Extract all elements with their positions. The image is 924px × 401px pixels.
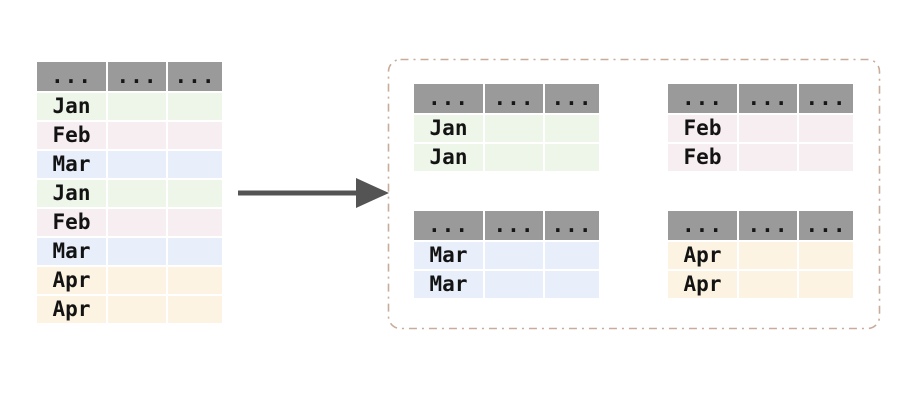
table-row: Apr [37,296,222,323]
table-row: Feb [37,209,222,236]
split-arrow-icon [238,178,389,208]
source-table-header-row: ... ... ... [37,62,222,91]
group-table-apr: ... ... ... Apr Apr [666,209,855,300]
table-row: Feb [37,122,222,149]
row-label-cell: Mar [414,242,483,269]
empty-cell [168,180,222,207]
empty-cell [108,122,166,149]
table-row: Jan [414,115,599,142]
empty-cell [108,296,166,323]
header-cell: ... [414,84,483,113]
empty-cell [108,180,166,207]
table-row: Mar [414,242,599,269]
row-label-cell: Mar [37,151,106,178]
header-cell: ... [739,84,797,113]
header-cell: ... [545,211,599,240]
empty-cell [799,242,853,269]
header-cell: ... [799,84,853,113]
group-header-row: ... ... ... [414,211,599,240]
row-label-cell: Jan [37,180,106,207]
empty-cell [168,93,222,120]
row-label-cell: Feb [668,144,737,171]
table-row: Mar [37,238,222,265]
header-cell: ... [668,84,737,113]
header-cell: ... [485,211,543,240]
empty-cell [545,242,599,269]
row-label-cell: Apr [37,296,106,323]
header-cell: ... [485,84,543,113]
empty-cell [739,115,797,142]
empty-cell [485,271,543,298]
empty-cell [168,267,222,294]
group-header-row: ... ... ... [668,211,853,240]
empty-cell [168,238,222,265]
empty-cell [739,242,797,269]
source-table: ... ... ... Jan Feb Mar Jan [35,60,224,325]
empty-cell [799,144,853,171]
table-row: Jan [414,144,599,171]
table-row: Mar [414,271,599,298]
empty-cell [168,122,222,149]
empty-cell [168,151,222,178]
empty-cell [168,209,222,236]
row-label-cell: Feb [37,209,106,236]
row-label-cell: Feb [37,122,106,149]
group-table-feb: ... ... ... Feb Feb [666,82,855,173]
empty-cell [108,238,166,265]
table-row: Apr [37,267,222,294]
table-row: Feb [668,115,853,142]
table-row: Mar [37,151,222,178]
empty-cell [545,271,599,298]
table-row: Apr [668,242,853,269]
group-header-row: ... ... ... [414,84,599,113]
header-cell: ... [799,211,853,240]
row-label-cell: Apr [37,267,106,294]
row-label-cell: Apr [668,271,737,298]
group-header-row: ... ... ... [668,84,853,113]
empty-cell [108,151,166,178]
header-cell: ... [108,62,166,91]
row-label-cell: Jan [37,93,106,120]
empty-cell [799,271,853,298]
group-table-mar: ... ... ... Mar Mar [412,209,601,300]
table-row: Feb [668,144,853,171]
empty-cell [739,144,797,171]
header-cell: ... [37,62,106,91]
empty-cell [168,296,222,323]
header-cell: ... [414,211,483,240]
empty-cell [485,242,543,269]
header-cell: ... [168,62,222,91]
table-row: Jan [37,93,222,120]
row-label-cell: Apr [668,242,737,269]
empty-cell [545,115,599,142]
empty-cell [485,115,543,142]
header-cell: ... [545,84,599,113]
group-table-jan: ... ... ... Jan Jan [412,82,601,173]
row-label-cell: Jan [414,115,483,142]
table-row: Jan [37,180,222,207]
empty-cell [108,267,166,294]
empty-cell [485,144,543,171]
empty-cell [739,271,797,298]
row-label-cell: Jan [414,144,483,171]
row-label-cell: Mar [37,238,106,265]
table-row: Apr [668,271,853,298]
header-cell: ... [668,211,737,240]
row-label-cell: Feb [668,115,737,142]
row-label-cell: Mar [414,271,483,298]
empty-cell [108,209,166,236]
empty-cell [108,93,166,120]
empty-cell [799,115,853,142]
groups-container-border [387,58,881,330]
empty-cell [545,144,599,171]
header-cell: ... [739,211,797,240]
